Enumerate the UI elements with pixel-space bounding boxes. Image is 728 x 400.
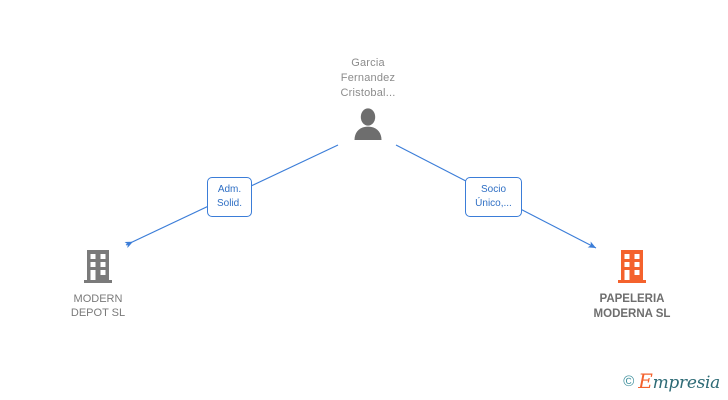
copyright-icon: © xyxy=(623,373,635,390)
company-node-papeleria-moderna[interactable]: PAPELERIA MODERNA SL xyxy=(562,248,702,322)
building-icon xyxy=(84,250,112,283)
watermark-brand-rest: mpresia xyxy=(652,373,721,393)
person-node-root[interactable]: Garcia Fernandez Cristobal... xyxy=(308,56,428,141)
person-icon xyxy=(354,108,382,140)
watermark-brand: Empresia xyxy=(638,371,720,392)
company-name-label: MODERN DEPOT SL xyxy=(70,293,126,319)
company-name-label: PAPELERIA MODERNA SL xyxy=(593,293,671,320)
building-icon xyxy=(618,250,646,283)
watermark-brand-initial: E xyxy=(638,369,653,393)
person-name-label: Garcia Fernandez Cristobal... xyxy=(340,57,396,99)
company-node-modern-depot[interactable]: MODERN DEPOT SL xyxy=(28,248,168,320)
watermark: © Empresia xyxy=(623,371,720,392)
edge-label-adm-solid[interactable]: Adm. Solid. xyxy=(207,177,252,217)
edge-label-socio-unico[interactable]: Socio Único,... xyxy=(465,177,522,217)
